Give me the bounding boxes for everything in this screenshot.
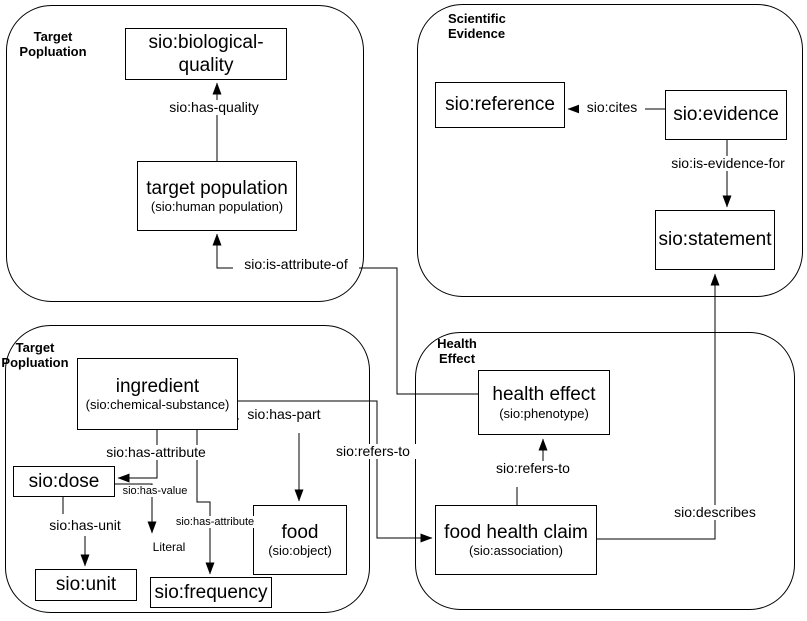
node-food-health-claim[interactable]: food health claim (sio:association): [435, 505, 597, 575]
node-subtitle: (sio:chemical-substance): [85, 397, 230, 413]
node-unit[interactable]: sio:unit: [35, 569, 137, 601]
node-title: sio:evidence: [673, 104, 779, 126]
group-label-target-population-bottom: Target Popluation: [1, 340, 69, 371]
node-frequency[interactable]: sio:frequency: [150, 577, 272, 608]
node-food[interactable]: food (sio:object): [253, 505, 347, 575]
group-target-population-bottom[interactable]: [5, 325, 370, 613]
node-subtitle: (sio:human population): [150, 199, 284, 215]
edge-label-has-part: sio:has-part: [239, 406, 329, 423]
edge-label-describes: sio:describes: [666, 504, 764, 521]
edge-label-cites: sio:cites: [579, 99, 645, 116]
edge-label-refers-to-ingredient: sio:refers-to: [330, 443, 416, 460]
node-biological-quality[interactable]: sio:biological- quality: [125, 28, 287, 80]
edge-has-attribute-frequency: [196, 430, 215, 575]
node-title: sio:reference: [445, 94, 555, 116]
node-dose[interactable]: sio:dose: [13, 466, 115, 497]
node-title: health effect: [492, 384, 596, 406]
node-title: sio:frequency: [154, 581, 268, 603]
edge-label-has-unit: sio:has-unit: [42, 517, 128, 534]
edge-refers-to-ingredient: [238, 400, 433, 543]
node-reference[interactable]: sio:reference: [435, 82, 565, 128]
node-title: food: [281, 521, 319, 543]
edge-is-attribute-of: [212, 233, 480, 395]
edge-describes: [597, 273, 720, 540]
node-health-effect[interactable]: health effect (sio:phenotype): [478, 370, 610, 435]
node-title: food health claim: [444, 521, 588, 543]
edge-label-has-value: sio:has-value: [118, 485, 192, 498]
node-title: sio:biological- quality: [148, 31, 264, 76]
edge-label-has-quality: sio:has-quality: [160, 99, 268, 116]
group-scientific-evidence[interactable]: [417, 4, 803, 297]
node-title: target population: [146, 177, 288, 199]
node-ingredient[interactable]: ingredient (sio:chemical-substance): [77, 358, 238, 430]
edge-label-literal: Literal: [145, 540, 193, 555]
node-subtitle: (sio:association): [469, 543, 563, 559]
group-label-health-effect: Health Effect: [437, 336, 477, 367]
node-target-population[interactable]: target population (sio:human population): [137, 161, 297, 231]
group-label-scientific-evidence: Scientific Evidence: [448, 11, 506, 42]
edge-label-has-attribute-dose: sio:has-attribute: [99, 444, 213, 461]
edge-has-value: [115, 483, 157, 534]
node-title: sio:dose: [28, 470, 100, 492]
edge-label-refers-to-claim: sio:refers-to: [488, 460, 578, 477]
edge-label-has-attribute-frequency: sio:has-attribute: [171, 516, 259, 529]
group-label-target-population-top: Target Popluation: [19, 29, 87, 60]
edge-label-is-evidence-for: sio:is-evidence-for: [662, 155, 794, 172]
edge-label-is-attribute-of: sio:is-attribute-of: [233, 256, 359, 273]
group-target-population-top[interactable]: [6, 5, 364, 302]
node-title: ingredient: [115, 375, 200, 397]
node-evidence[interactable]: sio:evidence: [665, 90, 787, 140]
node-statement[interactable]: sio:statement: [655, 210, 775, 270]
group-health-effect[interactable]: [415, 332, 795, 610]
node-subtitle: (sio:object): [268, 543, 332, 559]
node-title: sio:statement: [658, 229, 772, 251]
node-title: sio:unit: [55, 574, 117, 596]
node-subtitle: (sio:phenotype): [499, 405, 589, 421]
